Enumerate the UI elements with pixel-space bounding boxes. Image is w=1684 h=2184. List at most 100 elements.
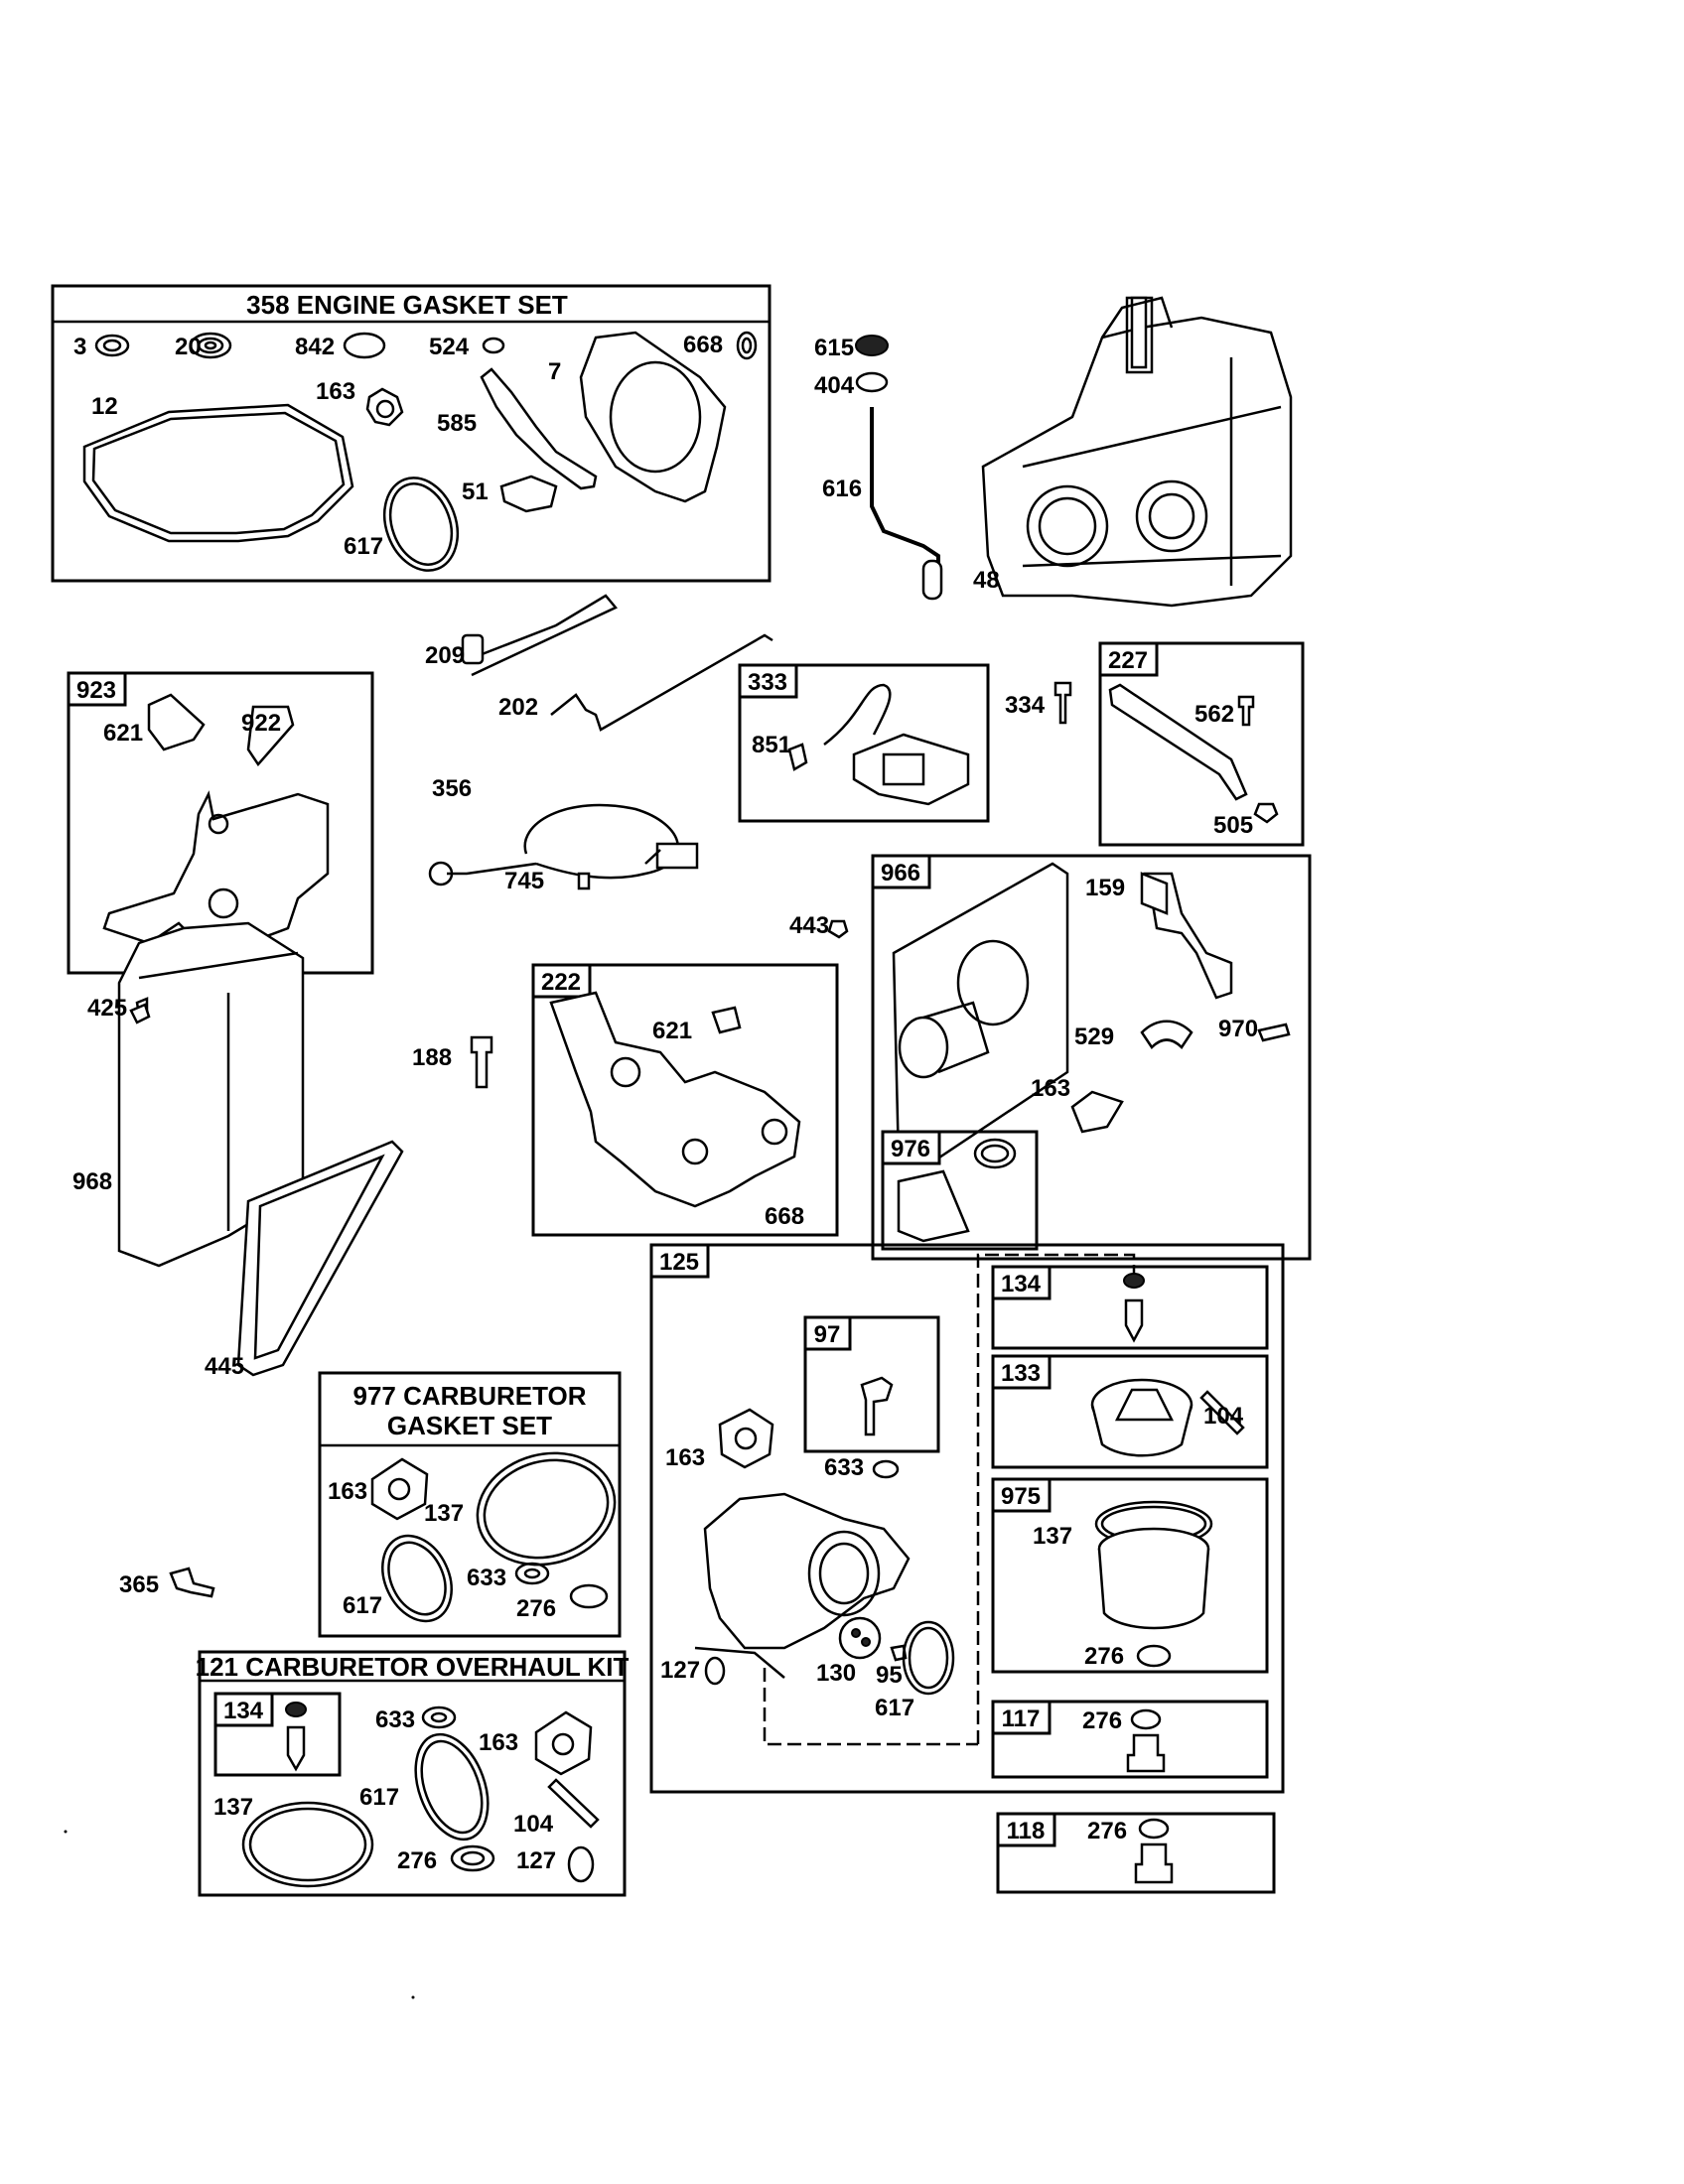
label-970: 970 [1218, 1016, 1258, 1042]
kit-tag-923: 923 [76, 677, 116, 704]
kit-333-labels: 851 334 [752, 681, 1072, 758]
label-585: 585 [437, 410, 477, 437]
label-163: 163 [479, 1729, 518, 1756]
label-276: 276 [516, 1595, 556, 1622]
kit-117-panel: 117 276 [991, 1700, 1269, 1779]
label-524: 524 [429, 334, 470, 360]
label-425: 425 [87, 995, 127, 1022]
kit-tag-134: 134 [1001, 1271, 1042, 1297]
label-842: 842 [295, 334, 335, 360]
label-617: 617 [875, 1695, 914, 1721]
label-163: 163 [665, 1444, 705, 1471]
carb-overhaul-kit-labels: 633 163 137 617 104 276 127 [213, 1706, 556, 1874]
label-276: 276 [1082, 1707, 1122, 1734]
engine-gasket-set-panel: 358 ENGINE GASKET SET [51, 284, 772, 583]
carb-gasket-set-labels: 163 137 617 633 276 [328, 1478, 556, 1622]
kit-tag-333: 333 [748, 669, 787, 696]
speck-dot [64, 1830, 68, 1834]
label-276: 276 [1084, 1643, 1124, 1670]
label-163: 163 [328, 1478, 367, 1505]
bolt-188-illustration: 188 [412, 1035, 493, 1089]
label-617: 617 [359, 1784, 399, 1811]
label-505: 505 [1213, 812, 1253, 839]
bolt-425-icon [129, 1003, 151, 1024]
gasket-parts-illustration [82, 331, 758, 572]
label-668: 668 [683, 332, 723, 358]
governor-labels: 209 202 356 745 [425, 642, 544, 894]
label-48: 48 [973, 567, 1000, 594]
label-163: 163 [316, 378, 355, 405]
label-968: 968 [72, 1168, 112, 1195]
label-621: 621 [103, 720, 143, 747]
label-137: 137 [1033, 1523, 1072, 1550]
label-365: 365 [119, 1571, 159, 1598]
label-633: 633 [824, 1454, 864, 1481]
air-filter-labels: 425 968 445 [72, 995, 244, 1380]
label-127: 127 [660, 1657, 700, 1684]
label-209: 209 [425, 642, 465, 669]
kit-tag-125: 125 [659, 1249, 699, 1276]
label-617: 617 [344, 533, 383, 560]
carb-gasket-set-title-1: 977 CARBURETOR [352, 1381, 586, 1411]
carb-overhaul-kit-panel: 121 CARBURETOR OVERHAUL KIT 134 [196, 1650, 630, 1897]
label-159: 159 [1085, 875, 1125, 901]
engine-block-labels: 615 404 616 48 [814, 335, 1000, 594]
label-633: 633 [375, 1706, 415, 1733]
label-12: 12 [91, 393, 118, 420]
kit-227-labels: 562 505 [1194, 701, 1253, 839]
label-529: 529 [1074, 1024, 1114, 1050]
kit-tag-117: 117 [1002, 1706, 1041, 1732]
label-137: 137 [213, 1794, 253, 1821]
kit-tag-118: 118 [1007, 1818, 1046, 1844]
kit-tag-133: 133 [1001, 1360, 1041, 1387]
bolt-443-icon [827, 919, 849, 939]
kit-923-labels: 621 922 [103, 710, 281, 747]
label-127: 127 [516, 1847, 556, 1874]
label-137: 137 [424, 1500, 464, 1527]
carb-gasket-set-title-2: GASKET SET [387, 1411, 552, 1440]
label-621: 621 [652, 1018, 692, 1044]
carb-gasket-set-panel: 977 CARBURETOR GASKET SET [318, 1371, 622, 1638]
label-95: 95 [876, 1662, 903, 1689]
kit-tag-97: 97 [814, 1321, 841, 1348]
kit-125-labels: 163 633 127 130 95 617 [660, 1444, 914, 1721]
air-filter-illustration [117, 921, 404, 1377]
label-633: 633 [467, 1565, 506, 1591]
label-617: 617 [343, 1592, 382, 1619]
label-7: 7 [548, 358, 561, 385]
label-276: 276 [397, 1847, 437, 1874]
label-922: 922 [241, 710, 281, 737]
speck-dot [411, 1995, 415, 1999]
kit-tag-227: 227 [1108, 647, 1148, 674]
kit-134-panel: 134 [991, 1265, 1269, 1350]
label-562: 562 [1194, 701, 1234, 728]
label-163: 163 [1031, 1075, 1070, 1102]
kit-333-panel: 333 [738, 663, 990, 823]
governor-linkage-illustration [428, 594, 773, 890]
kit-222-panel: 222 [531, 963, 839, 1237]
kit-222-labels: 621 668 [652, 1018, 804, 1230]
label-615: 615 [814, 335, 854, 361]
kit-975-panel: 975 137 276 [991, 1477, 1269, 1674]
kit-tag-975: 975 [1001, 1483, 1041, 1510]
label-356: 356 [432, 775, 472, 802]
label-3: 3 [73, 334, 86, 360]
label-445: 445 [205, 1353, 244, 1380]
kit-133-panel: 133 104 [991, 1354, 1269, 1469]
label-668: 668 [765, 1203, 804, 1230]
carb-overhaul-kit-title: 121 CARBURETOR OVERHAUL KIT [196, 1652, 630, 1682]
bolt-334-icon [1053, 681, 1072, 725]
kit-966-panel: 966 976 [871, 854, 1312, 1261]
label-616: 616 [822, 476, 862, 502]
label-443: 443 [789, 912, 829, 939]
label-404: 404 [814, 372, 855, 399]
engine-gasket-labels: 3 20 842 524 668 7 12 163 585 51 617 [73, 332, 723, 560]
kit-tag-966: 966 [881, 860, 920, 887]
label-104: 104 [513, 1811, 554, 1838]
label-188: 188 [412, 1044, 452, 1071]
engine-gasket-set-title: 358 ENGINE GASKET SET [246, 290, 568, 320]
label-104: 104 [1203, 1403, 1244, 1430]
kit-118-panel: 118 276 [996, 1812, 1276, 1894]
label-334: 334 [1005, 692, 1046, 719]
